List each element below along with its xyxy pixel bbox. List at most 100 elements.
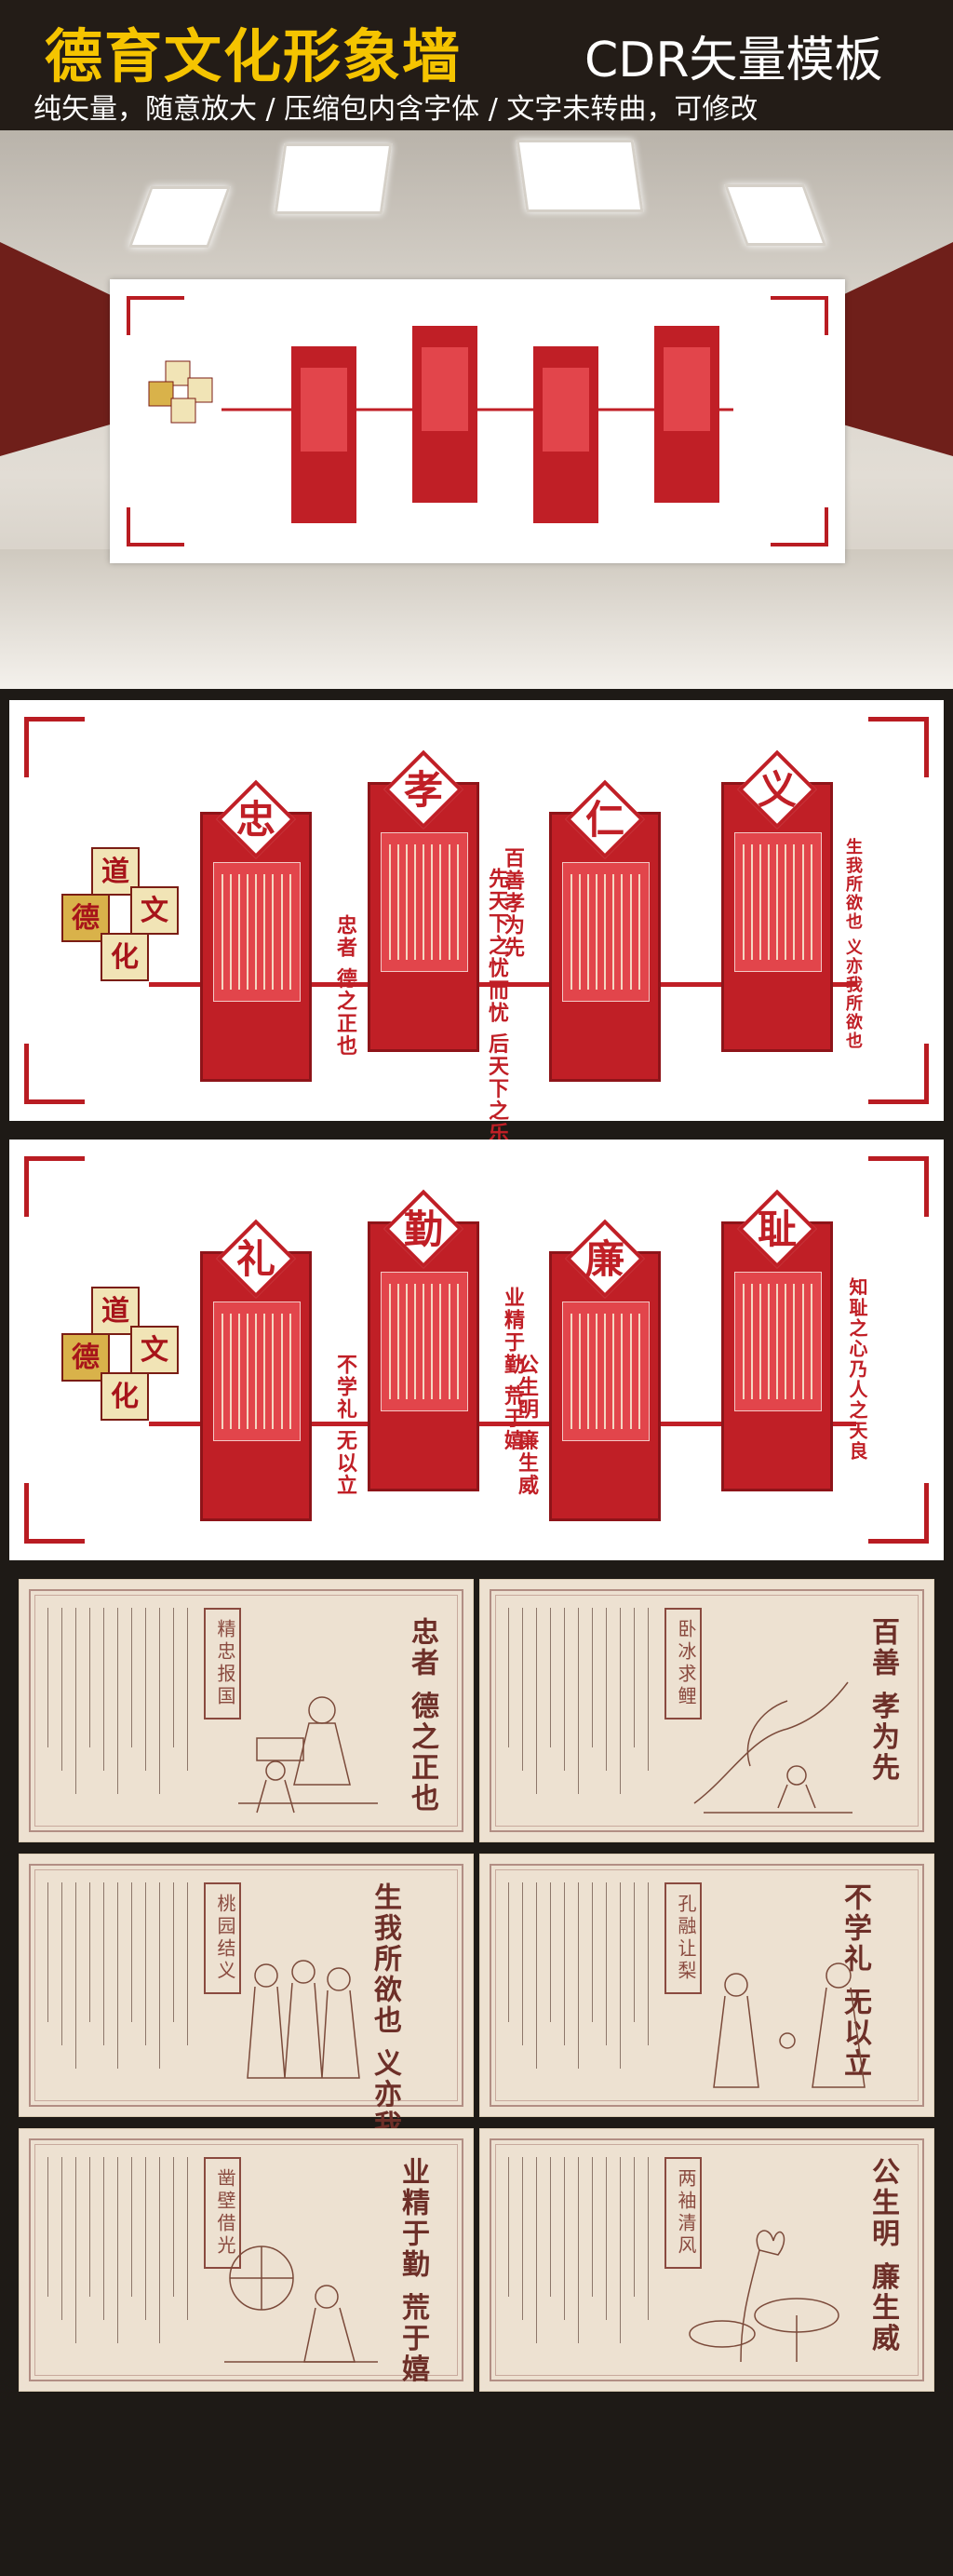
text-line [131,2157,132,2297]
panel-li: 礼 不学礼 无以立 [200,1219,357,1521]
text-line [61,1608,62,1771]
illustration [238,1696,378,1814]
card-motto: 公生明 廉生威 [866,2157,899,2354]
text-line [508,1882,509,2022]
text-line [564,2157,565,2320]
text-line [280,873,283,990]
text-line [159,1608,160,1794]
text-line [536,1882,537,2069]
text-line [586,873,589,990]
text-line [570,873,572,990]
design-preview-row1: 道 文 德 化 忠 忠者 德之正也 孝 百善孝为先 仁 先天下之忧而忧 后天下之… [9,700,944,1190]
logo-tile: 德 [61,1333,110,1382]
text-line [612,1313,615,1429]
corner-ornament [24,1044,85,1104]
text-line [648,2157,649,2320]
body-text [508,1608,676,1813]
logo-tile: 德 [61,894,110,942]
text-line [742,843,745,960]
text-line [103,2157,104,2320]
connector-line [149,1422,856,1426]
text-line [620,1882,621,2069]
text-line [578,873,581,990]
design-preview-row2: 道 文 德 化 礼 不学礼 无以立 勤 业精于勤 荒于嬉 廉 公生明 廉生威 耻… [9,1140,944,1560]
text-line [768,1283,771,1399]
text-line [634,1608,635,1747]
text-line [776,843,779,960]
logo-tile: 道 [91,1287,140,1335]
text-line [508,2157,509,2297]
text-line [247,873,249,990]
illustration [224,2246,378,2363]
card-motto: 百善 孝为先 [866,1617,899,1784]
logo-tile: 化 [101,1372,149,1421]
text-line [431,843,434,960]
illustration [693,1681,852,1814]
text-line [131,1882,132,2022]
text-line [47,2157,48,2297]
detail-gallery: 精忠报国 忠者 德之正也 卧冰求鲤 百善 孝为先 桃园结义 生我所欲也 义亦我所 [0,1579,953,2576]
text-line [229,873,232,990]
panel-motto: 业精于勤 荒于嬉 [501,1287,525,1452]
text-line [61,2157,62,2320]
text-line [620,2157,621,2343]
panel-ren: 仁 先天下之忧而忧 后天下之乐而乐 [485,779,661,1190]
text-line [522,1608,523,1771]
text-line [801,1283,804,1399]
text-line [612,873,615,990]
text-line [810,843,812,960]
text-line [247,1313,249,1429]
corner-ornament [868,1483,929,1544]
text-line [596,1313,598,1429]
panel-char: 礼 [235,1236,275,1282]
panel-motto: 生我所欲也 义亦我所欲也 [843,838,863,1051]
text-line [255,1313,258,1429]
card-title: 精忠报国 [204,1608,241,1720]
text-line [606,2157,607,2320]
text-line [423,843,425,960]
panel-xiao: 孝 百善孝为先 [368,749,525,1052]
text-line [456,1283,459,1399]
format-label: CDR矢量模板 [584,33,883,88]
panel-yi: 义 生我所欲也 义亦我所欲也 [721,749,863,1052]
text-line [629,873,632,990]
text-line [604,873,607,990]
body-text [47,1882,215,2087]
text-line [776,1283,779,1399]
text-line [173,1882,174,2022]
corner-ornament [868,717,929,777]
panel-motto: 百善孝为先 [501,847,525,959]
card-title: 桃园结义 [204,1882,241,1994]
text-line [536,1608,537,1794]
text-line [388,1283,391,1399]
text-line [586,1313,589,1429]
text-line [103,1608,104,1771]
text-line [145,2157,146,2320]
text-line [414,843,417,960]
text-line [145,1882,146,2045]
text-line [793,1283,796,1399]
text-line [396,1283,399,1399]
text-line [634,1882,635,2022]
text-line [237,1313,240,1429]
text-line [187,1608,188,1771]
text-line [578,1608,579,1794]
text-line [103,1882,104,2045]
text-line [423,1283,425,1399]
detail-card: 桃园结义 生我所欲也 义亦我所欲也 [19,1854,474,2232]
text-line [634,2157,635,2297]
text-line [439,843,442,960]
text-line [750,843,753,960]
panel-lian: 廉 公生明 廉生威 [515,1219,661,1521]
corner-ornament [24,1156,85,1217]
text-line [75,2157,76,2343]
card-motto: 业精于勤 荒于嬉 [396,2157,429,2385]
text-line [592,2157,593,2297]
wallboard [110,279,845,563]
text-line [596,873,598,990]
text-line [187,2157,188,2320]
text-line [439,1283,442,1399]
detail-card: 卧冰求鲤 百善 孝为先 [479,1579,934,1842]
text-line [564,1608,565,1771]
text-line [606,1882,607,2045]
